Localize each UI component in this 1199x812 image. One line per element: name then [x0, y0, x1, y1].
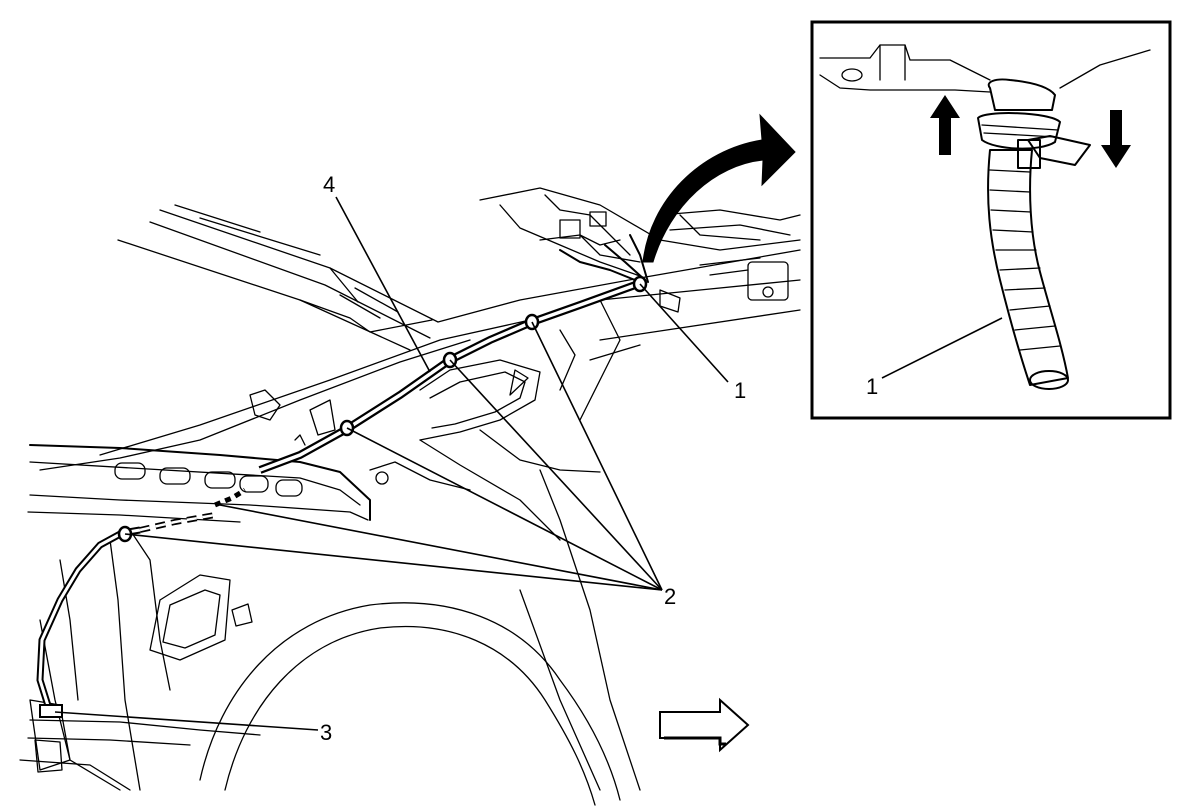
callout-2-label: 2	[664, 584, 676, 609]
callout-4-label: 4	[323, 172, 335, 197]
inset-callout-1-label: 1	[866, 374, 878, 399]
inset-down-arrow	[1101, 110, 1131, 168]
wiring-harness	[36, 211, 649, 718]
inset-transition-arrow	[642, 113, 796, 263]
vehicle-front-arrow	[659, 697, 750, 753]
callout-1-label: 1	[734, 378, 746, 403]
callout-3-label: 3	[320, 720, 332, 745]
inset-detail: 1	[810, 20, 1172, 420]
rail-slots	[114, 462, 303, 497]
leader-lines	[54, 196, 729, 731]
inset-up-arrow	[930, 95, 960, 155]
harness-clips	[117, 275, 648, 543]
